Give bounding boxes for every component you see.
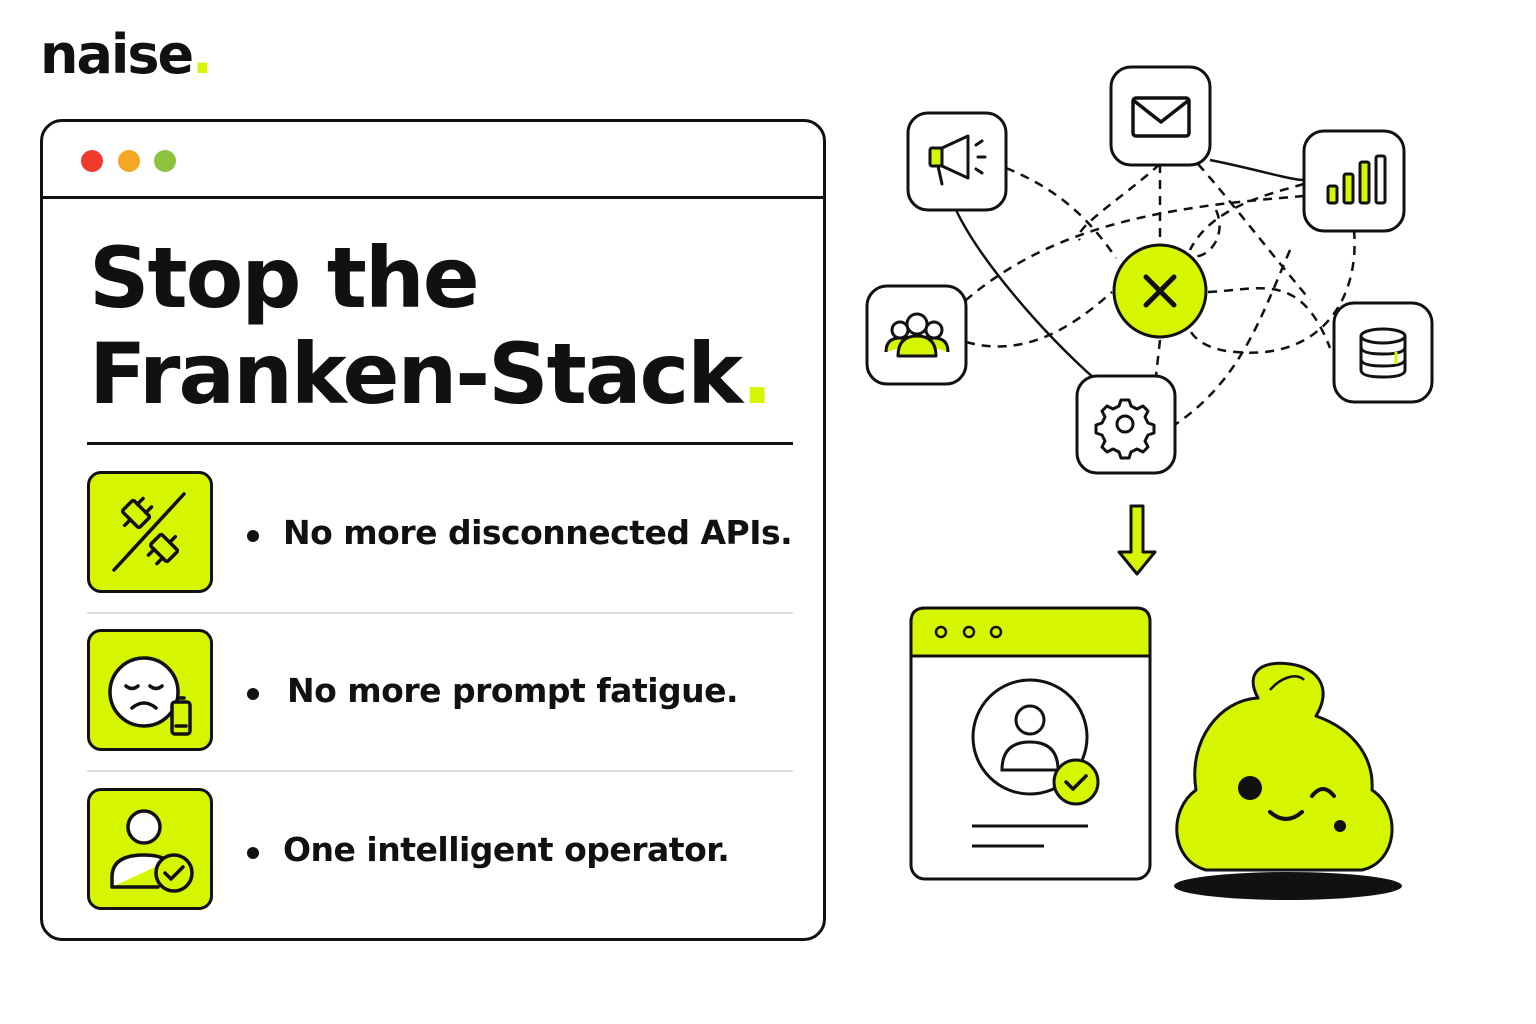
main-window: Stop the Franken-Stack. — [40, 119, 826, 941]
solid-connection-lines — [954, 158, 1305, 381]
profile-user-icon — [1000, 704, 1060, 772]
window-minimize-dot[interactable] — [118, 150, 140, 172]
bar-chart-node — [1302, 129, 1406, 233]
tired-face-battery-icon — [108, 656, 192, 736]
feature-text: No more disconnected APIs. — [283, 513, 793, 552]
bar-chart-icon — [1326, 154, 1387, 205]
headline-line-1: Stop the — [89, 229, 480, 327]
team-node — [865, 284, 968, 386]
mascot-blob — [1174, 661, 1402, 900]
feature-divider — [87, 612, 793, 614]
window-title-bar — [43, 122, 823, 199]
feature-item-fatigue: No more prompt fatigue. — [87, 629, 793, 755]
brand-logo: naise. — [40, 28, 213, 82]
gear-icon — [1094, 398, 1156, 460]
feature-tile — [87, 629, 213, 751]
mail-node — [1109, 65, 1212, 167]
bullet — [247, 847, 259, 859]
megaphone-icon — [928, 134, 987, 186]
window-close-dot[interactable] — [81, 150, 103, 172]
bullet — [247, 688, 259, 700]
feature-item-apis: No more disconnected APIs. — [87, 471, 793, 597]
team-icon — [884, 312, 950, 358]
feature-tile — [87, 788, 213, 910]
feature-tile — [87, 471, 213, 593]
operator-window — [909, 606, 1152, 881]
mail-icon — [1131, 96, 1191, 138]
user-check-icon — [110, 809, 194, 893]
headline: Stop the Franken-Stack. — [89, 229, 773, 423]
database-icon — [1359, 327, 1407, 379]
window-maximize-dot[interactable] — [154, 150, 176, 172]
database-node — [1332, 301, 1434, 404]
brand-name: naise — [40, 23, 194, 86]
settings-node — [1075, 374, 1177, 475]
feature-divider — [87, 770, 793, 772]
headline-dot: . — [741, 325, 773, 423]
feature-text: No more prompt fatigue. — [287, 671, 739, 710]
bullet — [247, 530, 259, 542]
feature-item-operator: One intelligent operator. — [87, 788, 793, 914]
x-icon — [1143, 274, 1177, 308]
feature-text: One intelligent operator. — [283, 830, 730, 869]
brand-dot: . — [192, 23, 212, 86]
headline-line-2: Franken-Stack — [89, 325, 743, 423]
broken-hub-node — [1112, 243, 1208, 339]
headline-divider — [87, 442, 793, 445]
megaphone-node — [906, 111, 1008, 212]
broken-plug-icon — [112, 492, 186, 572]
verified-check-icon — [1052, 758, 1100, 806]
arrow-down-icon — [1117, 504, 1157, 576]
